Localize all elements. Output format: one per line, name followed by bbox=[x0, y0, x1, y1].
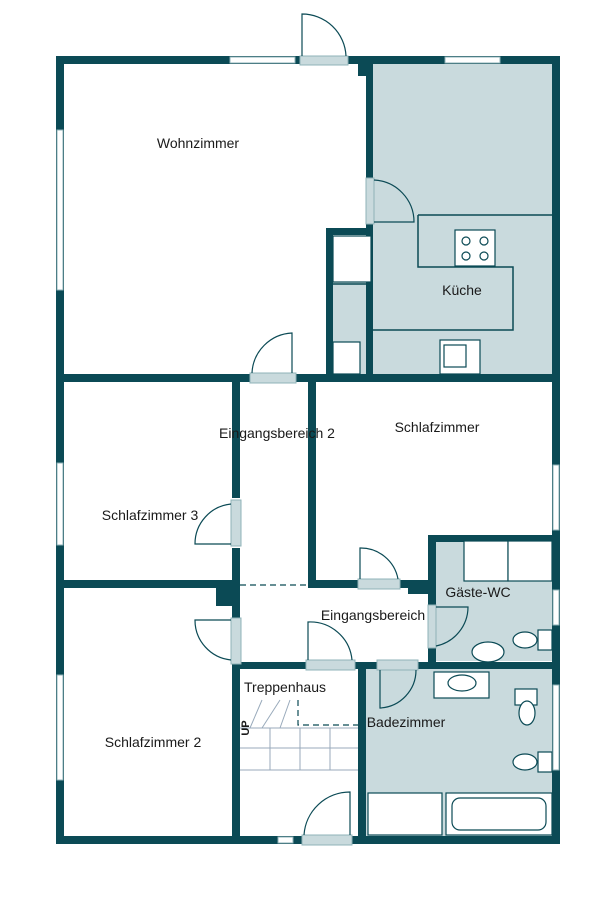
kitchen-area bbox=[372, 62, 554, 374]
washbasin-icon bbox=[447, 674, 477, 692]
windows bbox=[56, 56, 560, 844]
bidet-icon bbox=[512, 753, 538, 771]
room-label-schlafzimmer-2: Schlafzimmer 2 bbox=[105, 734, 202, 750]
room-label-eingangsbereich: Eingangsbereich bbox=[321, 607, 425, 623]
room-label-treppenhaus: Treppenhaus bbox=[244, 679, 326, 695]
room-label-schlafzimmer-3: Schlafzimmer 3 bbox=[102, 507, 199, 523]
room-label-schlafzimmer: Schlafzimmer bbox=[395, 419, 480, 435]
stove-icon bbox=[454, 229, 496, 267]
washbasin-icon bbox=[471, 641, 505, 663]
room-label-eingangsbereich-2: Eingangsbereich 2 bbox=[219, 425, 335, 441]
fixtures bbox=[240, 214, 554, 836]
walls bbox=[56, 56, 560, 844]
doors bbox=[194, 13, 469, 846]
stairs-up-label: UP bbox=[240, 720, 252, 735]
room-label-kueche: Küche bbox=[442, 282, 482, 298]
toilet-icon bbox=[518, 700, 536, 726]
room-label-gaeste-wc: Gäste-WC bbox=[445, 584, 510, 600]
toilet-icon bbox=[512, 631, 538, 649]
room-label-wohnzimmer: Wohnzimmer bbox=[157, 135, 240, 151]
room-label-badezimmer: Badezimmer bbox=[367, 714, 446, 730]
shower-icon bbox=[367, 792, 443, 836]
